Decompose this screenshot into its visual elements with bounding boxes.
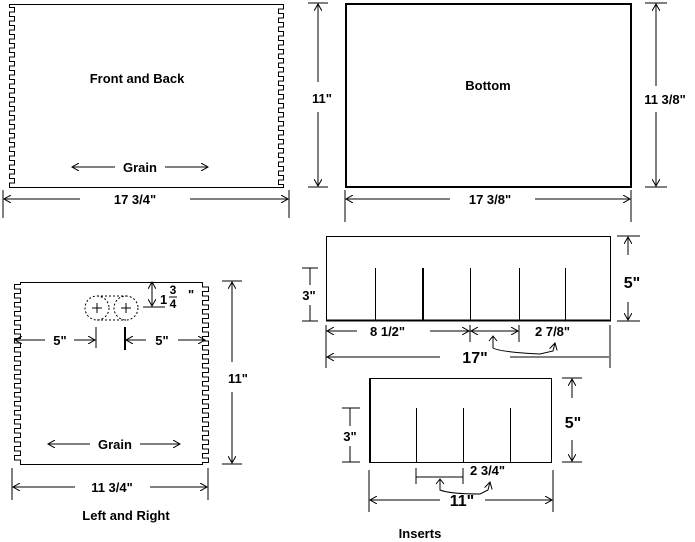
front-back-height: 11" (312, 91, 332, 106)
long-insert-first-slot: 8 1/2" (370, 324, 405, 339)
long-insert-slots (375, 268, 566, 321)
bottom-outline (345, 3, 632, 188)
long-insert-height: 5" (624, 275, 640, 292)
short-insert: 3" 5" 2 3/4" 11" Inserts (342, 377, 582, 541)
spacing-callout-arrow (492, 337, 555, 355)
grain-label: Grain (123, 160, 157, 175)
long-insert-slot-depth: 3" (302, 288, 315, 303)
short-insert-outline (369, 378, 552, 463)
front-back-width: 17 3/4" (114, 192, 156, 207)
short-insert-slot-depth: 3" (343, 429, 356, 444)
long-insert-spacing: 2 7/8" (535, 324, 570, 339)
long-insert-outline (326, 236, 611, 321)
spacing-callout-arrow (439, 479, 490, 495)
long-insert-length: 17" (462, 350, 487, 367)
left-hole-dimension: 5" (53, 333, 66, 348)
hole-offset-whole: 1 (160, 292, 167, 307)
bottom-height: 11 3/8" (644, 92, 686, 107)
front-back-outline (9, 4, 284, 188)
short-insert-length: 11" (450, 493, 475, 510)
inserts-caption: Inserts (399, 526, 442, 541)
left-right-height: 11" (228, 371, 248, 386)
short-insert-spacing: 2 3/4" (470, 463, 505, 478)
short-insert-height: 5" (565, 415, 581, 432)
left-right-panel: 1 3 4 " 5" 5" Grain 11" 11 3/4" Left and… (11, 280, 248, 523)
bottom-width: 17 3/8" (469, 192, 511, 207)
hole-offset-unit: " (188, 287, 194, 302)
grain-label: Grain (98, 437, 132, 452)
bottom-panel: Bottom 17 3/8" 11 3/8" (344, 2, 686, 222)
hole-center-marks (92, 303, 131, 313)
hole-offset-denominator: 4 (170, 297, 177, 311)
short-insert-slots (416, 408, 511, 462)
hole-offset-numerator: 3 (170, 283, 177, 297)
long-insert: 3" 5" 8 1/2" 2 7/8" 17" (302, 235, 640, 368)
bottom-label: Bottom (465, 78, 511, 93)
right-hole-dimension: 5" (155, 333, 168, 348)
front-back-label: Front and Back (90, 71, 185, 86)
front-back-panel: Front and Back Grain 17 3/4" 11" (2, 2, 332, 218)
left-right-label: Left and Right (82, 508, 170, 523)
left-right-width: 11 3/4" (91, 480, 133, 495)
